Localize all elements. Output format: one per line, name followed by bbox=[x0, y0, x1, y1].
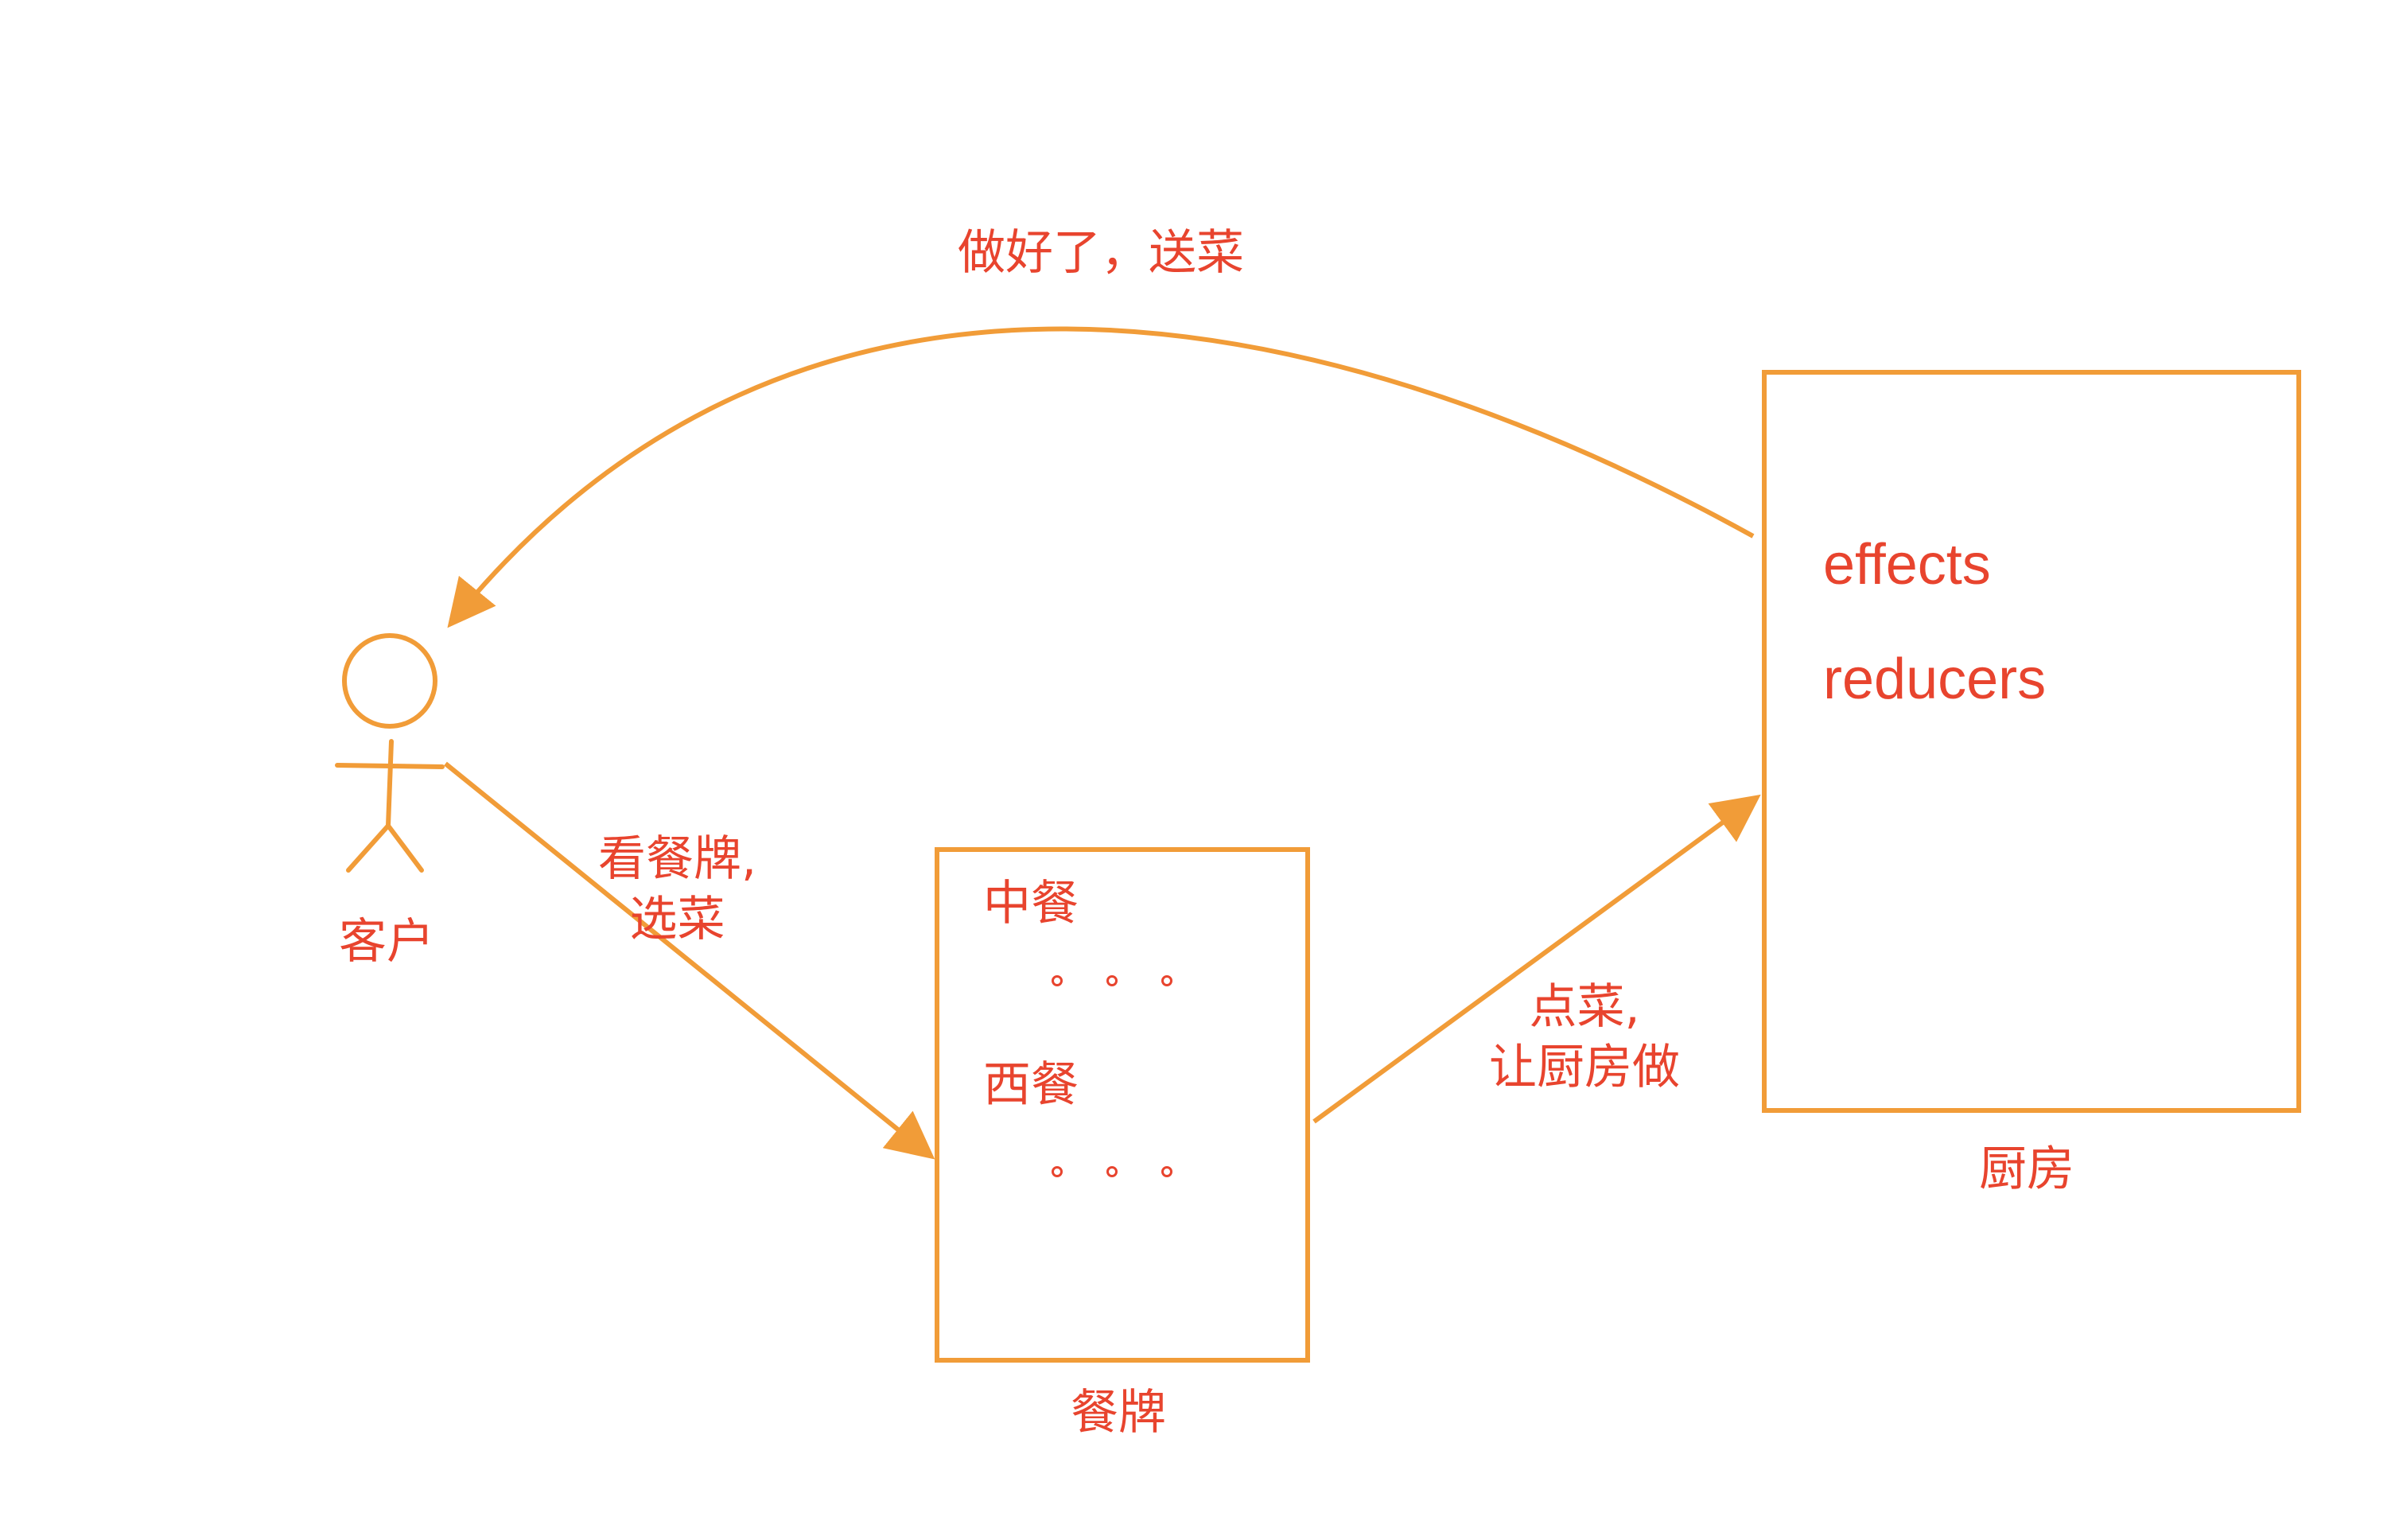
arrow-customer-to-menu bbox=[444, 761, 935, 1160]
ellipsis-dot bbox=[1106, 975, 1118, 986]
ellipsis-dot bbox=[1161, 975, 1172, 986]
arrow-menu-to-kitchen bbox=[1312, 794, 1761, 1124]
arrow-menu-to-kitchen-label: 点菜, 让厨房做 bbox=[1489, 979, 1680, 1095]
menu-item-chinese: 中餐 bbox=[983, 876, 1079, 931]
customer-figure bbox=[335, 633, 445, 873]
menu-item-western: 西餐 bbox=[983, 1057, 1079, 1113]
menu-ellipsis-1 bbox=[1052, 975, 1172, 986]
customer-left-leg bbox=[346, 823, 391, 873]
menu-ellipsis-2 bbox=[1052, 1166, 1172, 1177]
arrow-customer-to-menu-label: 看餐牌, 选菜 bbox=[598, 831, 757, 947]
ellipsis-dot bbox=[1052, 1166, 1063, 1177]
kitchen-effects: effects bbox=[1823, 533, 1991, 597]
arrow-kitchen-to-customer bbox=[447, 326, 1755, 628]
kitchen-box bbox=[1762, 370, 2301, 1113]
kitchen-label: 厨房 bbox=[1979, 1141, 2074, 1197]
customer-label: 客户 bbox=[339, 914, 434, 970]
menu-label: 餐牌 bbox=[1071, 1385, 1166, 1441]
arrow-kitchen-to-customer-label: 做好了，送菜 bbox=[958, 225, 1244, 281]
customer-body bbox=[386, 739, 394, 828]
ellipsis-dot bbox=[1106, 1166, 1118, 1177]
ellipsis-dot bbox=[1161, 1166, 1172, 1177]
customer-right-leg bbox=[386, 823, 424, 873]
kitchen-reducers: reducers bbox=[1823, 648, 2047, 711]
ellipsis-dot bbox=[1052, 975, 1063, 986]
menu-box bbox=[935, 847, 1310, 1363]
customer-head bbox=[342, 633, 437, 729]
